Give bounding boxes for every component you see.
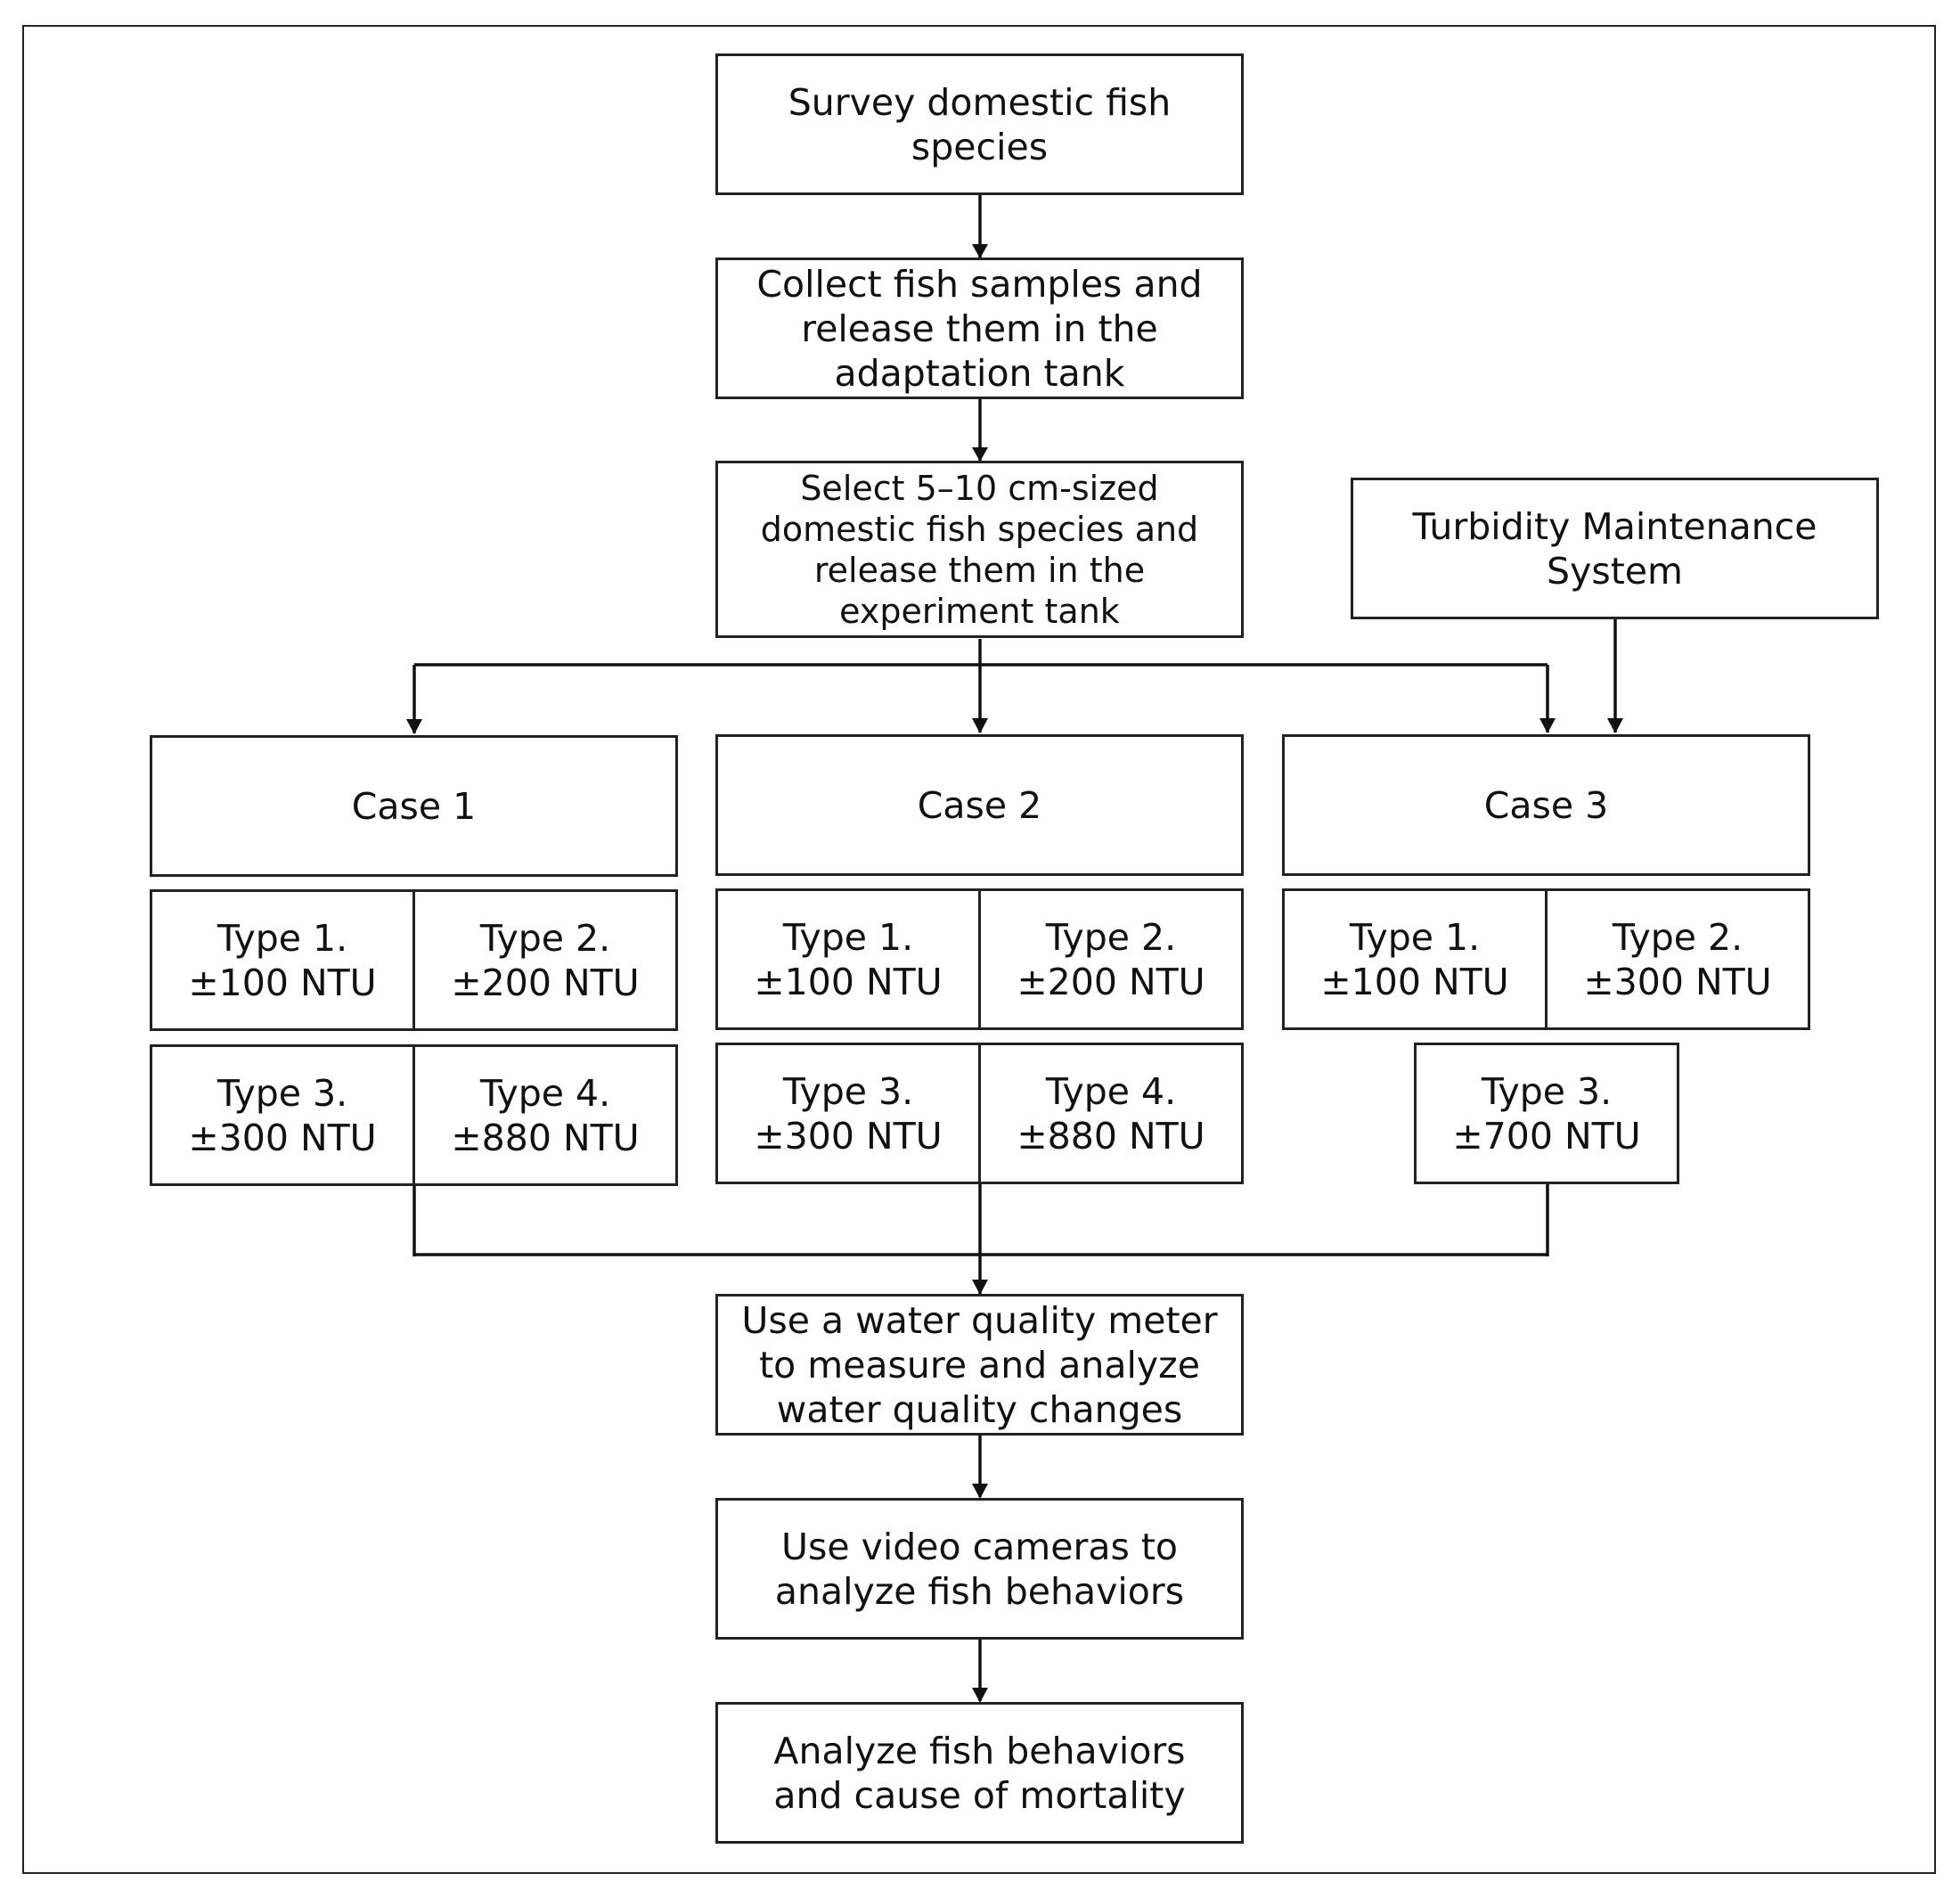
case-1-type-1: Type 1. ±100 NTU	[150, 889, 415, 1031]
type-value: ±700 NTU	[1452, 1114, 1641, 1158]
type-name: Type 3.	[1481, 1069, 1613, 1113]
type-value: ±880 NTU	[451, 1116, 640, 1159]
arrowhead	[972, 244, 988, 258]
type-value: ±200 NTU	[1017, 960, 1205, 1003]
case-3-type-2: Type 2. ±300 NTU	[1545, 888, 1810, 1030]
step-collect: Collect fish samples and release them in…	[715, 258, 1244, 399]
type-value: ±300 NTU	[188, 1116, 377, 1159]
arrowhead	[406, 719, 422, 734]
type-value: ±880 NTU	[1017, 1114, 1205, 1158]
type-name: Type 1.	[782, 915, 914, 959]
type-value: ±100 NTU	[1320, 960, 1509, 1003]
type-name: Type 4.	[1045, 1069, 1177, 1113]
type-value: ±100 NTU	[188, 961, 377, 1004]
case-1-type-3: Type 3. ±300 NTU	[150, 1044, 415, 1186]
arrowhead	[972, 1280, 988, 1295]
arrowhead	[1607, 718, 1623, 733]
case-2-type-3: Type 3. ±300 NTU	[715, 1043, 981, 1184]
type-name: Type 1.	[216, 916, 348, 960]
diagram-frame	[22, 25, 1936, 1874]
type-name: Type 4.	[479, 1071, 611, 1115]
case-3-type-1: Type 1. ±100 NTU	[1282, 888, 1548, 1030]
step-measure-water-quality: Use a water quality meter to measure and…	[715, 1294, 1244, 1436]
arrowhead	[972, 718, 988, 733]
case-2-type-4: Type 4. ±880 NTU	[978, 1043, 1244, 1184]
step-turbidity-system: Turbidity Maintenance System	[1351, 478, 1879, 619]
arrowhead	[1539, 718, 1556, 733]
case-1-header: Case 1	[150, 735, 678, 877]
arrowhead	[972, 1484, 988, 1499]
step-video-analysis: Use video cameras to analyze fish behavi…	[715, 1498, 1244, 1640]
type-name: Type 2.	[1045, 915, 1177, 959]
step-survey: Survey domestic fish species	[715, 53, 1244, 195]
step-select: Select 5–10 cm-sized domestic fish speci…	[715, 461, 1244, 638]
case-1-type-2: Type 2. ±200 NTU	[412, 889, 678, 1031]
type-value: ±300 NTU	[1583, 960, 1772, 1003]
arrowhead	[972, 447, 988, 462]
case-1-type-4: Type 4. ±880 NTU	[412, 1044, 678, 1186]
case-3-header: Case 3	[1282, 734, 1810, 876]
case-3-type-3: Type 3. ±700 NTU	[1414, 1043, 1679, 1184]
type-name: Type 3.	[216, 1071, 348, 1115]
type-value: ±200 NTU	[451, 961, 640, 1004]
type-name: Type 2.	[1612, 915, 1744, 959]
case-2-type-2: Type 2. ±200 NTU	[978, 888, 1244, 1030]
case-2-type-1: Type 1. ±100 NTU	[715, 888, 981, 1030]
type-value: ±100 NTU	[754, 960, 943, 1003]
type-value: ±300 NTU	[754, 1114, 943, 1158]
type-name: Type 2.	[479, 916, 611, 960]
step-analyze-mortality: Analyze fish behaviors and cause of mort…	[715, 1702, 1244, 1844]
arrowhead	[972, 1688, 988, 1703]
type-name: Type 3.	[782, 1069, 914, 1113]
type-name: Type 1.	[1349, 915, 1481, 959]
case-2-header: Case 2	[715, 734, 1244, 876]
